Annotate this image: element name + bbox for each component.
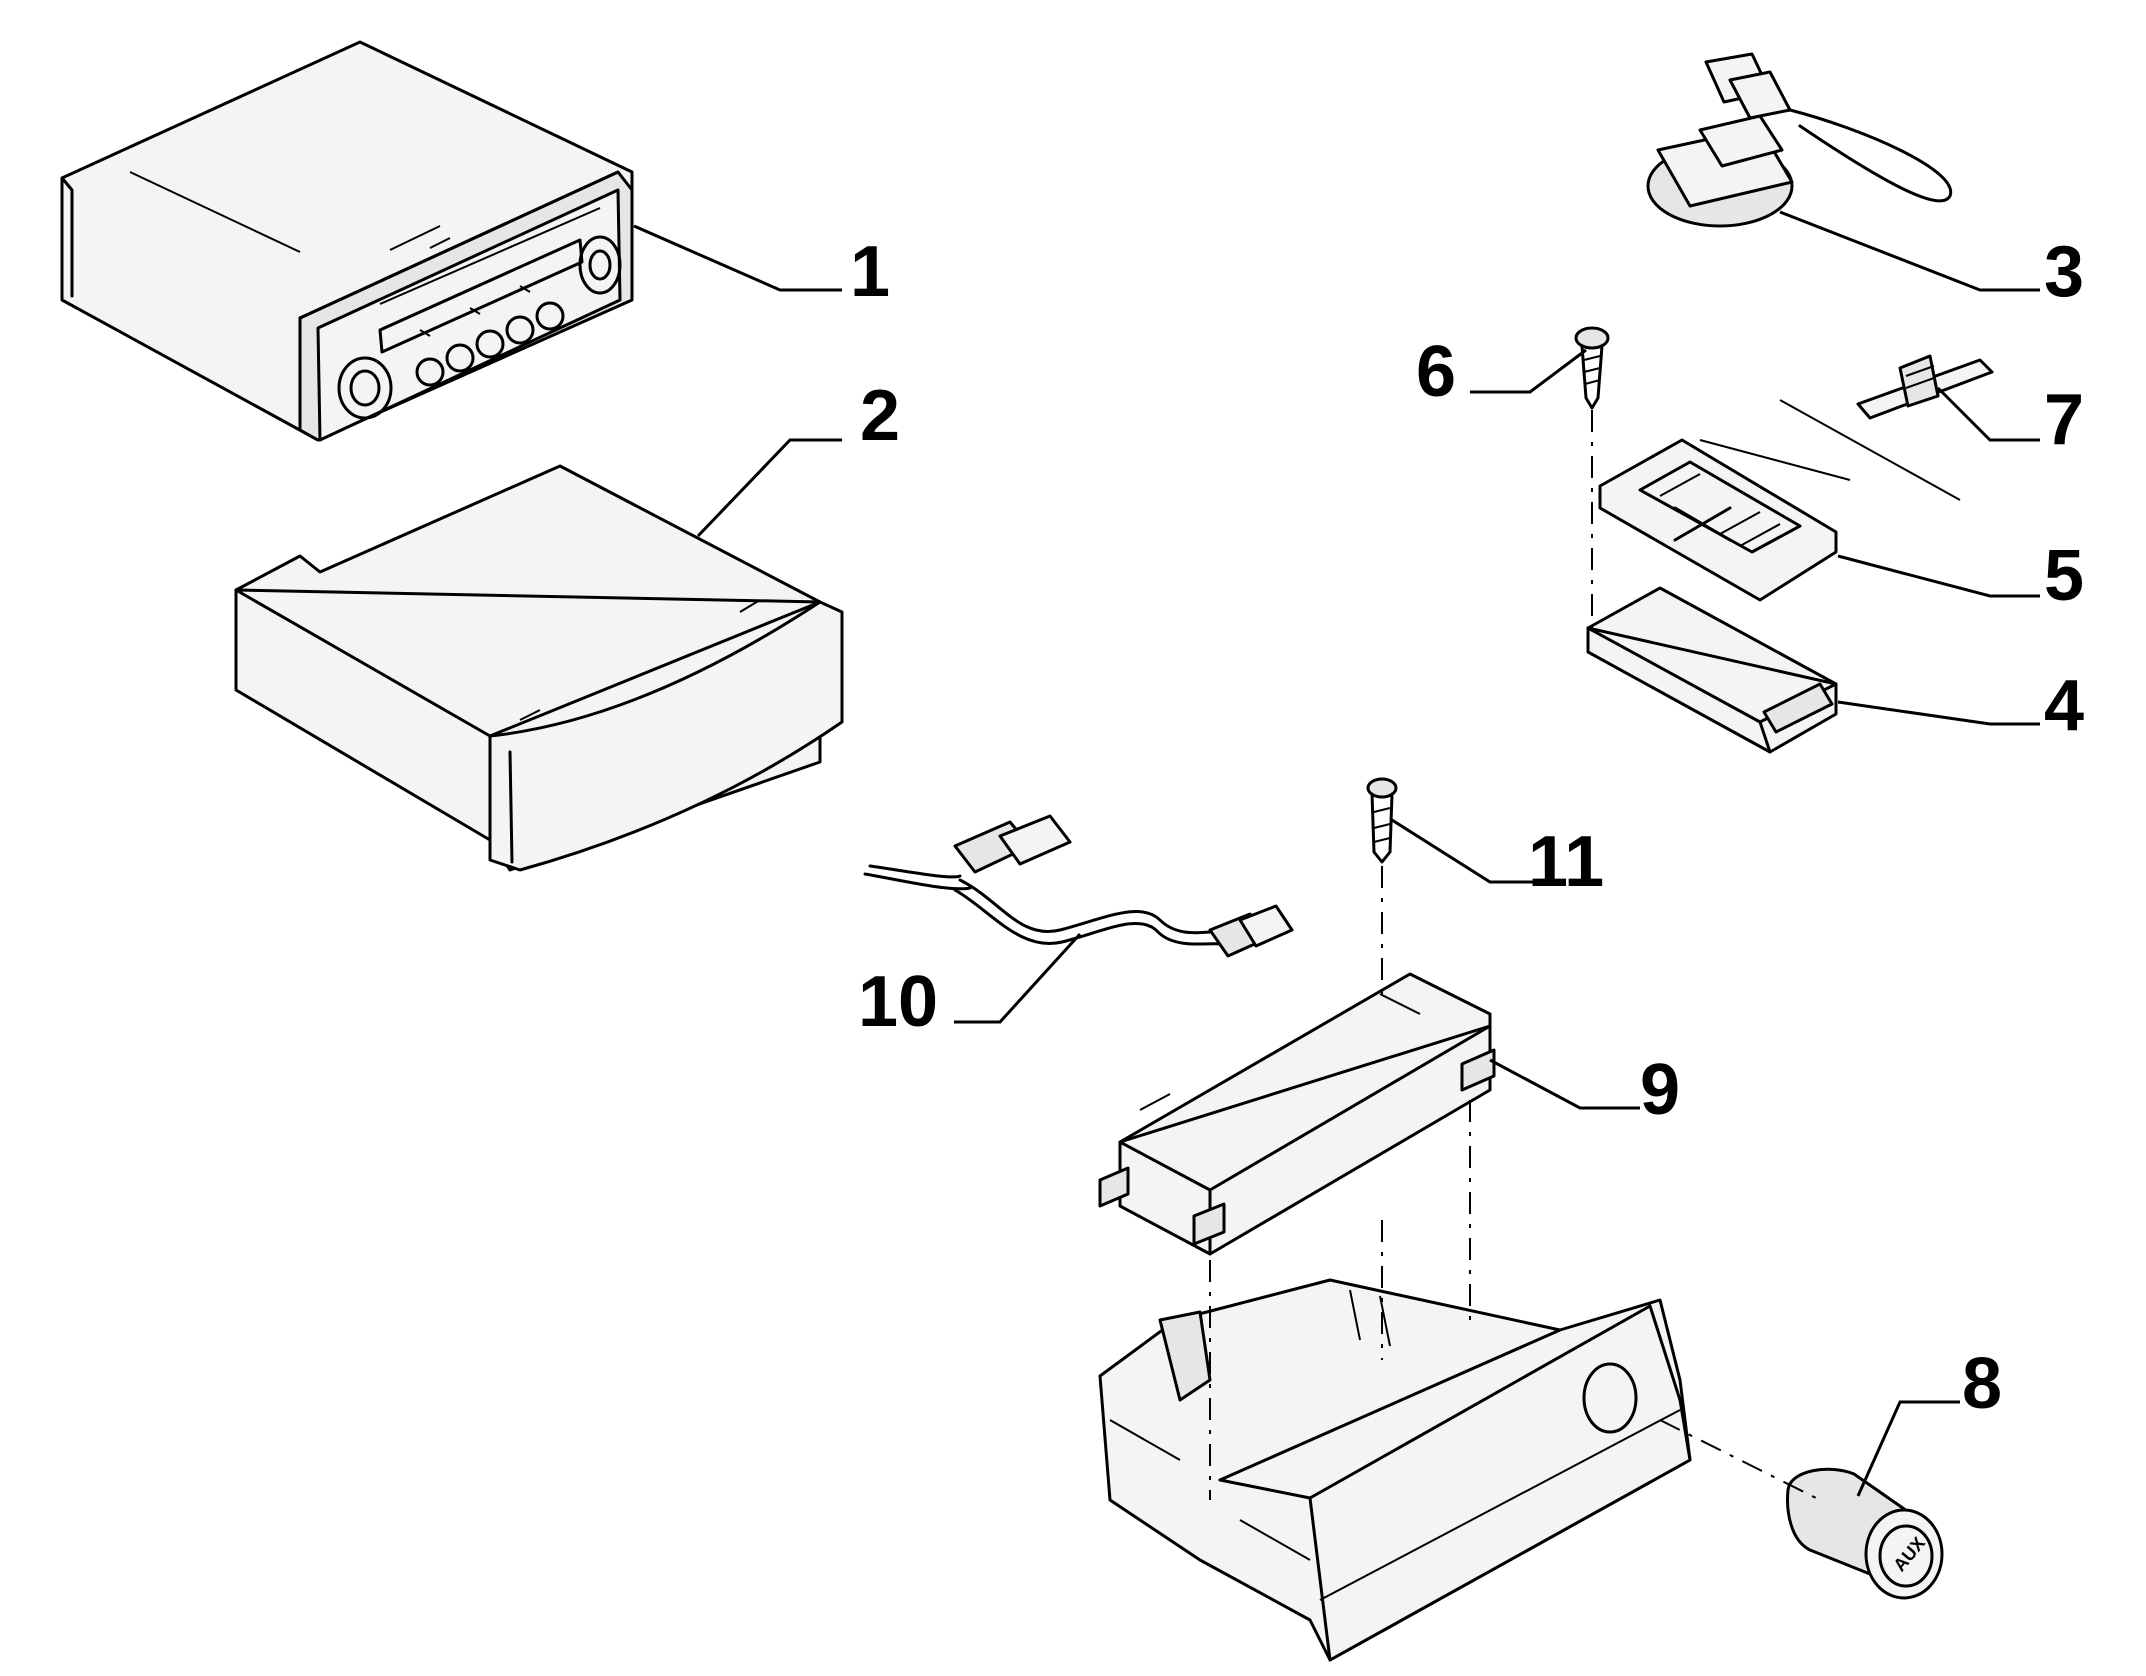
part-8-aux-socket: AUX [1786,1467,1944,1600]
part-11-long-screw [1366,777,1398,864]
callout-4: 4 [2044,666,2084,746]
callout-10: 10 [858,962,938,1042]
callout-5: 5 [2044,536,2084,616]
leader-lines [633,210,2040,1497]
callout-9: 9 [1640,1050,1680,1130]
part-10-wiring-harness [863,814,1294,958]
callout-labels: 1 2 3 4 5 6 7 8 9 10 11 [850,232,2084,1424]
callout-7: 7 [2044,380,2084,460]
part-3-sensor-with-cable [1646,52,1953,228]
callout-3: 3 [2044,232,2084,312]
assembly-axes [1209,410,1821,1501]
part-4-module [1586,586,1838,754]
console-housing [1098,1278,1692,1662]
part-5-bracket [1598,399,1961,602]
part-2-mounting-cage [234,464,844,872]
callout-2: 2 [860,376,900,456]
part-1-radio-unit [60,40,634,442]
part-9-control-box [1098,972,1496,1256]
callout-6: 6 [1416,332,1456,412]
callout-11: 11 [1528,822,1604,902]
part-7-clip [1856,354,1994,420]
callout-8: 8 [1962,1344,2002,1424]
part-6-screw [1574,326,1610,410]
callout-1: 1 [850,232,890,312]
